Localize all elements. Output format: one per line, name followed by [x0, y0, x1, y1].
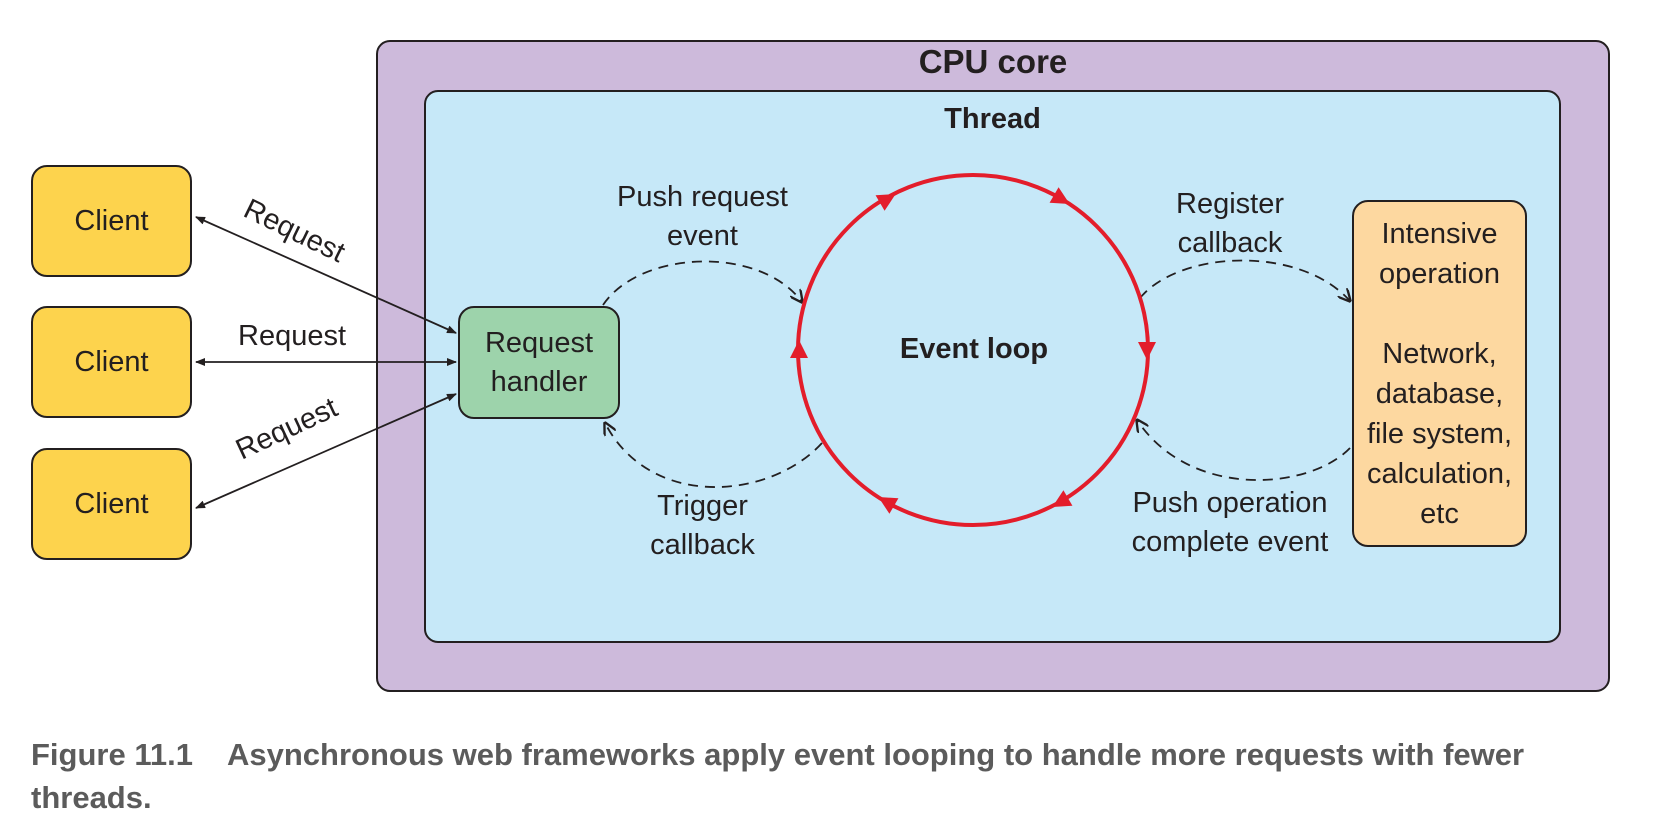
intensive-operation-title-line1: Intensive: [1381, 218, 1498, 250]
intensive-operation-example: etc: [1420, 498, 1459, 530]
loop-arrowhead: [1052, 490, 1073, 507]
loop-arrowhead: [790, 340, 808, 358]
edge-label-line: event: [667, 220, 738, 252]
edge-label-line: Push request: [617, 181, 788, 213]
intensive-operation-example: database,: [1375, 378, 1504, 410]
push-operation-complete-label: Push operation complete event: [1110, 484, 1350, 562]
request-connector-1: [195, 216, 457, 334]
register-callback-edge: [1139, 259, 1350, 301]
request-label-2: Request: [238, 320, 347, 352]
request-handler-label-line1: Request: [484, 326, 593, 359]
event-loop-arrowheads: [790, 187, 1156, 514]
figure-caption-text: Asynchronous web frameworks apply event …: [31, 737, 1525, 815]
edge-label-line: Trigger: [657, 490, 748, 522]
intensive-operation-example: calculation,: [1366, 458, 1513, 490]
push-request-edge: [602, 260, 802, 306]
client-node-3: Client: [31, 448, 192, 560]
client-node-1: Client: [31, 165, 192, 277]
edge-label-line: Register: [1176, 188, 1284, 220]
push-operation-edge: [1137, 420, 1351, 481]
event-loop-label: Event loop: [899, 333, 1049, 365]
loop-arrowhead: [1049, 187, 1070, 204]
loop-arrowhead: [878, 497, 899, 514]
loop-arrowhead: [1138, 342, 1156, 360]
intensive-operation-node: Intensive operation Network, database, f…: [1352, 200, 1527, 547]
register-callback-label: Register callback: [1130, 185, 1330, 263]
intensive-operation-example: file system,: [1366, 418, 1513, 450]
trigger-callback-label: Trigger callback: [590, 487, 815, 565]
intensive-operation-example: Network,: [1382, 338, 1497, 370]
loop-arrowhead: [875, 194, 896, 211]
client-label: Client: [74, 204, 149, 237]
intensive-operation-title-line2: operation: [1379, 258, 1500, 290]
edge-label-line: callback: [650, 529, 755, 561]
request-connector-3: [195, 393, 457, 509]
edge-label-line: callback: [1177, 227, 1283, 259]
request-handler-node: Request handler: [458, 306, 620, 419]
push-request-event-label: Push request event: [580, 178, 825, 256]
edge-label-line: Push operation: [1132, 487, 1328, 519]
request-handler-label-line2: handler: [490, 365, 588, 398]
client-label: Client: [74, 345, 149, 378]
thread-title: Thread: [944, 103, 1041, 135]
trigger-callback-edge: [605, 423, 823, 488]
cpu-core-title: CPU core: [918, 43, 1068, 80]
figure-number: Figure 11.1: [31, 737, 193, 772]
edge-label-line: complete event: [1131, 526, 1329, 558]
client-label: Client: [74, 487, 149, 520]
client-node-2: Client: [31, 306, 192, 418]
